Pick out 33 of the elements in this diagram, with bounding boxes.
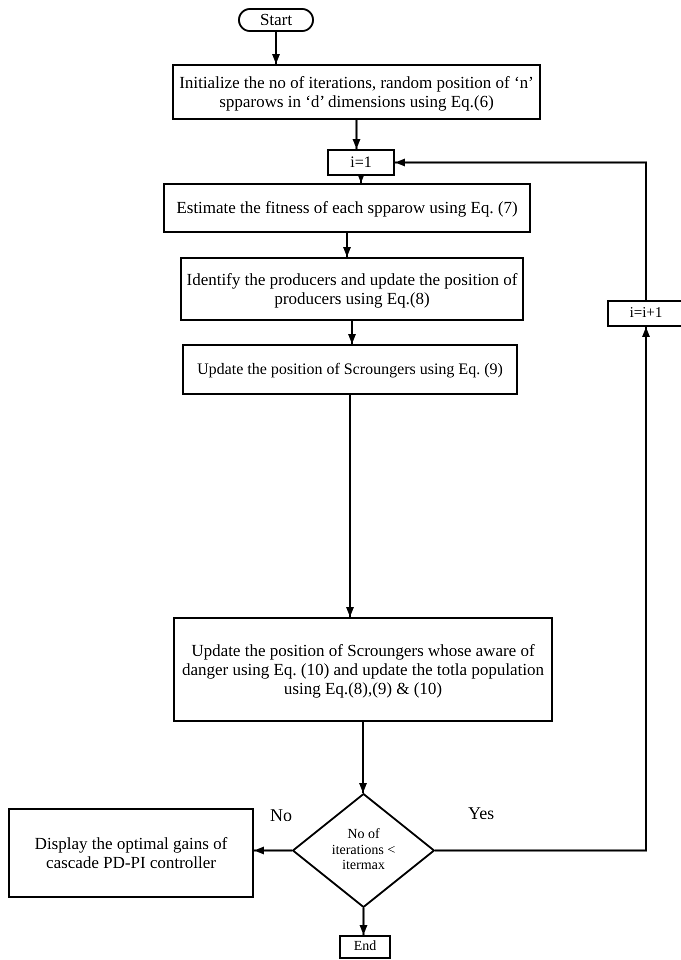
process-box xyxy=(172,64,541,120)
process-box xyxy=(182,344,518,395)
arrow xyxy=(343,233,351,257)
process-box xyxy=(327,149,395,176)
process-box xyxy=(339,935,391,959)
arrow xyxy=(359,722,367,793)
node-text: End xyxy=(354,939,376,955)
edge-label: Yes xyxy=(468,803,494,824)
process-box xyxy=(607,300,681,327)
process-box xyxy=(180,257,524,321)
arrow xyxy=(352,120,360,149)
node-text: i=1 xyxy=(350,154,372,172)
arrow xyxy=(272,32,280,64)
node-text: i=i+1 xyxy=(630,305,662,322)
node-text: Display the optimal gains of cascade PD-PI controller xyxy=(34,834,228,872)
node-text: No of iterations < itermax xyxy=(330,826,396,874)
node-text: Start xyxy=(260,10,292,30)
arrow xyxy=(395,158,647,300)
process-box xyxy=(173,617,553,722)
arrow xyxy=(348,321,356,344)
arrow xyxy=(346,395,354,617)
node-text: Update the position of Scroungers using Eq. (9) xyxy=(197,360,503,378)
arrow xyxy=(254,846,292,854)
arrow xyxy=(435,327,650,852)
process-box xyxy=(163,183,531,233)
arrow xyxy=(360,908,368,935)
node-text: Update the position of Scroungers whose aware of danger using Eq. (10) and update the totla population using Eq.(8),(9) & (10) xyxy=(180,640,546,698)
node-text: Identify the producers and update the position of producers using Eq.(8) xyxy=(186,270,518,308)
terminal-box xyxy=(238,8,314,32)
edge-label: No xyxy=(270,805,292,826)
process-box xyxy=(8,808,254,898)
node-text: Initialize the no of iterations, random position of ‘n’ spparows in ‘d’ dimensions using Eq.(6) xyxy=(178,72,535,112)
node-text: Estimate the fitness of each spparow using Eq. (7) xyxy=(176,198,518,218)
